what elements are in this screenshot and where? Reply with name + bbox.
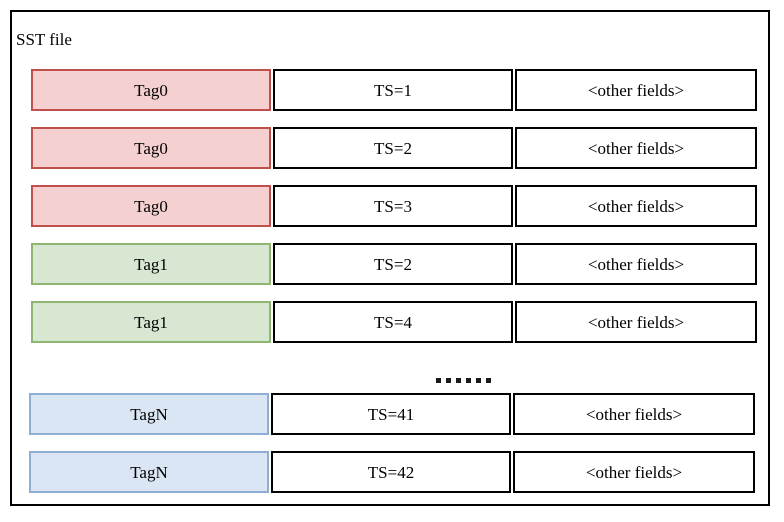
ellipsis-dot (475, 377, 481, 383)
tag-cell: TagN (29, 393, 269, 435)
ellipsis-dot (445, 377, 451, 383)
timestamp-cell: TS=41 (271, 393, 511, 435)
other-fields-cell: <other fields> (515, 185, 757, 227)
timestamp-cell: TS=42 (271, 451, 511, 493)
timestamp-cell: TS=3 (273, 185, 513, 227)
record-row: Tag0 TS=2 <other fields> (31, 127, 761, 169)
ellipsis-dot (485, 377, 491, 383)
sst-file-title: SST file (16, 30, 72, 49)
other-fields-cell: <other fields> (513, 451, 755, 493)
record-row: TagN TS=41 <other fields> (29, 393, 759, 435)
other-fields-cell: <other fields> (515, 127, 757, 169)
tag-cell: Tag0 (31, 69, 271, 111)
other-fields-cell: <other fields> (513, 393, 755, 435)
ellipsis-dot (455, 377, 461, 383)
ellipsis-dots (435, 377, 491, 383)
record-row: Tag0 TS=1 <other fields> (31, 69, 761, 111)
timestamp-cell: TS=1 (273, 69, 513, 111)
tag-cell: Tag1 (31, 301, 271, 343)
other-fields-cell: <other fields> (515, 69, 757, 111)
ellipsis-dot (435, 377, 441, 383)
tag-cell: TagN (29, 451, 269, 493)
record-row: Tag1 TS=2 <other fields> (31, 243, 761, 285)
tag-cell: Tag0 (31, 127, 271, 169)
ellipsis-separator (31, 370, 761, 390)
record-row: Tag0 TS=3 <other fields> (31, 185, 761, 227)
record-row: TagN TS=42 <other fields> (29, 451, 759, 493)
sst-file-container: SST file Tag0 TS=1 <other fields> Tag0 T… (10, 10, 770, 506)
tag-cell: Tag1 (31, 243, 271, 285)
tag-cell: Tag0 (31, 185, 271, 227)
record-row: Tag1 TS=4 <other fields> (31, 301, 761, 343)
timestamp-cell: TS=4 (273, 301, 513, 343)
timestamp-cell: TS=2 (273, 243, 513, 285)
other-fields-cell: <other fields> (515, 301, 757, 343)
ellipsis-dot (465, 377, 471, 383)
timestamp-cell: TS=2 (273, 127, 513, 169)
other-fields-cell: <other fields> (515, 243, 757, 285)
